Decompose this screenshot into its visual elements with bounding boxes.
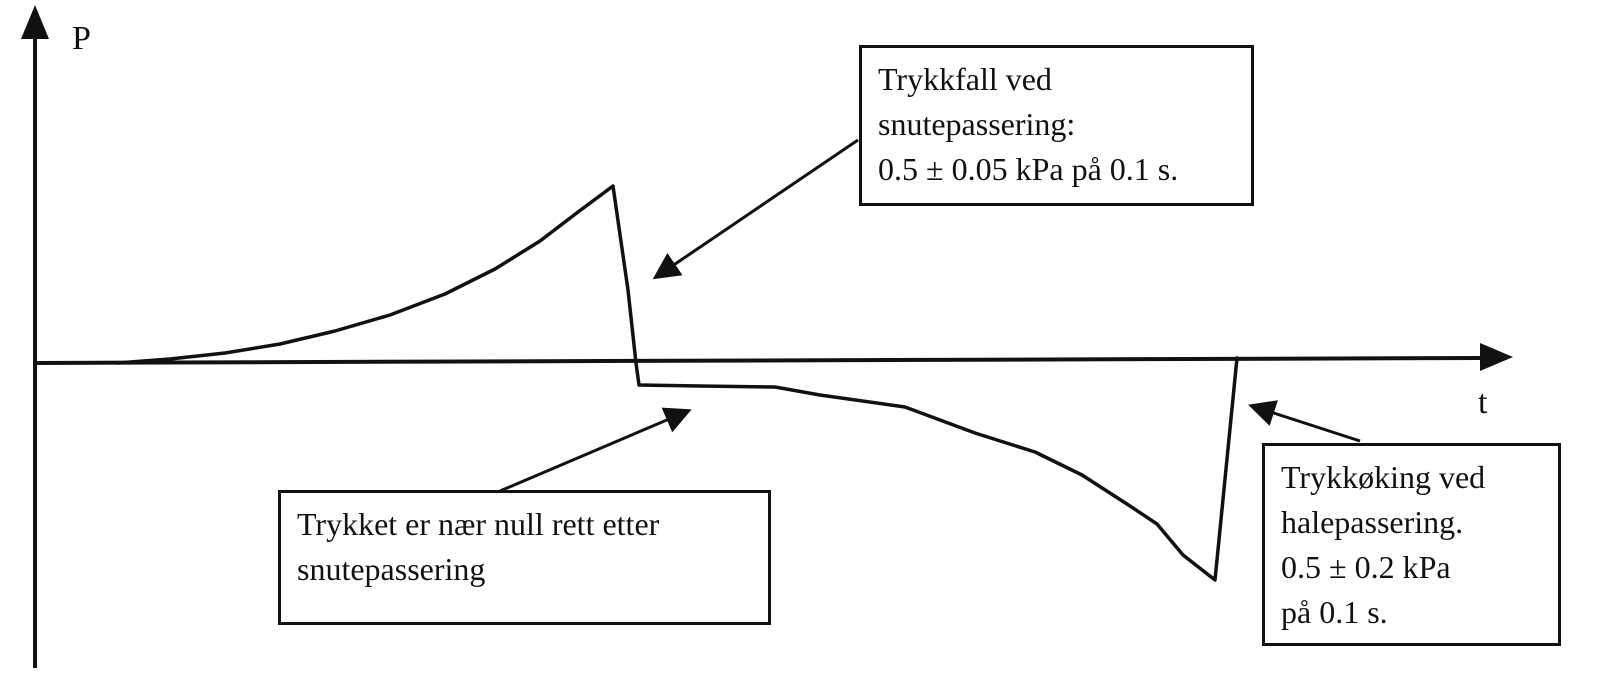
nose-drop-line-1: Trykkfall ved [878, 61, 1052, 97]
nose-drop-line-3: 0.5 ± 0.05 kPa på 0.1 s. [878, 151, 1179, 187]
tail-rise-arrow [1248, 400, 1361, 443]
x-axis-arrowhead-icon [1480, 343, 1513, 371]
near-zero-callout: Trykket er nær null rett etter snutepass… [278, 490, 771, 625]
pressure-curve [116, 184, 1239, 582]
tail-rise-callout: Trykkøking ved halepassering. 0.5 ± 0.2 … [1262, 443, 1561, 646]
near-zero-arrow [499, 407, 692, 493]
tail-rise-line-1: Trykkøking ved [1281, 459, 1486, 495]
y-axis-arrowhead-icon [21, 5, 49, 39]
x-axis-line [34, 356, 1483, 365]
near-zero-line-1: Trykket er nær null rett etter [297, 506, 660, 542]
nose-drop-arrow [652, 138, 859, 280]
near-zero-line-2: snutepassering [297, 551, 486, 587]
tail-rise-line-3: 0.5 ± 0.2 kPa [1281, 549, 1451, 585]
y-axis-label: P [72, 20, 91, 57]
x-axis-label: t [1478, 384, 1488, 421]
tail-rise-line-4: på 0.1 s. [1281, 594, 1388, 630]
tail-rise-line-2: halepassering. [1281, 504, 1464, 540]
nose-drop-callout: Trykkfall ved snutepassering: 0.5 ± 0.05… [859, 45, 1254, 206]
nose-drop-line-2: snutepassering: [878, 106, 1076, 142]
